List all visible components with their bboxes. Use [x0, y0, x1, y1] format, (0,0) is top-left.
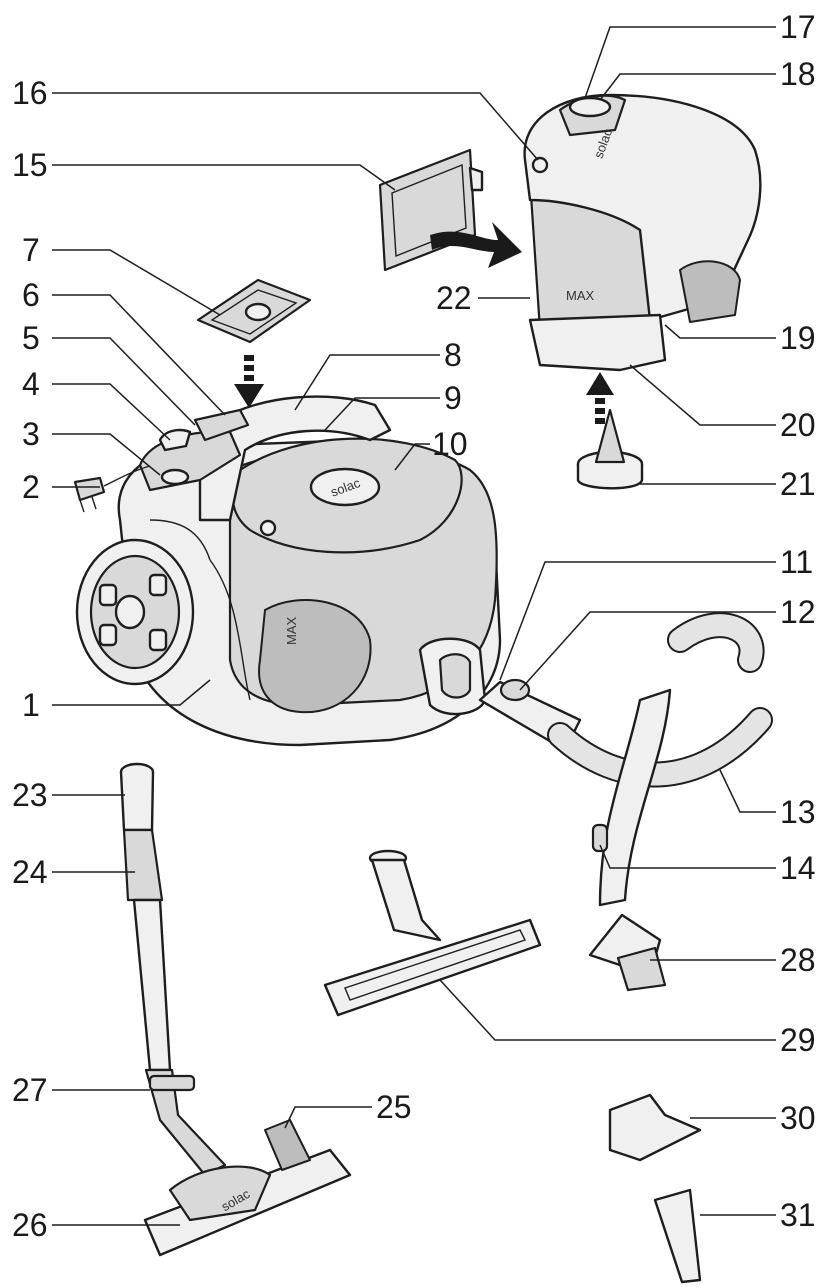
parquet-nozzle	[323, 849, 542, 1017]
callout-18: 18	[780, 56, 816, 92]
body-max-imprint: MAX	[284, 617, 299, 646]
callout-12: 12	[780, 594, 816, 630]
callout-13: 13	[780, 794, 816, 830]
container-max-imprint: MAX	[566, 288, 595, 303]
callout-20: 20	[780, 407, 816, 443]
callout-25: 25	[376, 1089, 412, 1125]
carry-handle	[198, 395, 392, 522]
callout-2: 2	[22, 469, 40, 505]
hepa-filter	[378, 148, 484, 272]
callout-11: 11	[780, 544, 814, 580]
insert-arrow-up	[586, 372, 614, 424]
upholstery-nozzle	[608, 1093, 702, 1162]
floor-nozzle: solac	[143, 1119, 352, 1257]
callout-5: 5	[22, 320, 40, 356]
callout-14: 14	[780, 850, 816, 886]
insert-arrow-down	[234, 355, 264, 408]
rear-wheel	[75, 538, 195, 686]
power-plug	[73, 465, 151, 513]
callout-28: 28	[780, 942, 816, 978]
cyclone-filter	[576, 408, 644, 490]
control-panel	[138, 408, 250, 492]
crevice-nozzle	[653, 1188, 702, 1284]
lid: solac	[231, 437, 463, 554]
callout-7: 7	[22, 232, 40, 268]
callout-3: 3	[22, 416, 40, 452]
callout-19: 19	[780, 320, 816, 356]
telescopic-tube	[119, 762, 227, 1177]
callout-8: 8	[444, 337, 462, 373]
insert-arrow-curved	[430, 222, 522, 268]
callout-26: 26	[12, 1207, 48, 1243]
callout-10: 10	[432, 426, 468, 462]
callout-15: 15	[12, 147, 48, 183]
callout-1: 1	[22, 687, 40, 723]
callout-29: 29	[780, 1022, 816, 1058]
callout-21: 21	[780, 466, 816, 502]
callout-23: 23	[12, 777, 48, 813]
callout-16: 16	[12, 75, 48, 111]
callout-30: 30	[780, 1100, 816, 1136]
callout-9: 9	[444, 380, 462, 416]
callout-4: 4	[22, 366, 40, 402]
hose-assembly	[478, 612, 773, 907]
leader-lines	[52, 26, 776, 1226]
callout-31: 31	[780, 1197, 816, 1233]
callout-6: 6	[22, 277, 40, 313]
callout-24: 24	[12, 854, 48, 890]
dust-container: solac MAX	[523, 93, 762, 372]
callout-22: 22	[436, 280, 472, 316]
callout-27: 27	[12, 1072, 48, 1108]
dusting-brush	[588, 913, 667, 992]
exhaust-filter	[196, 278, 312, 344]
callout-17: 17	[780, 9, 816, 45]
